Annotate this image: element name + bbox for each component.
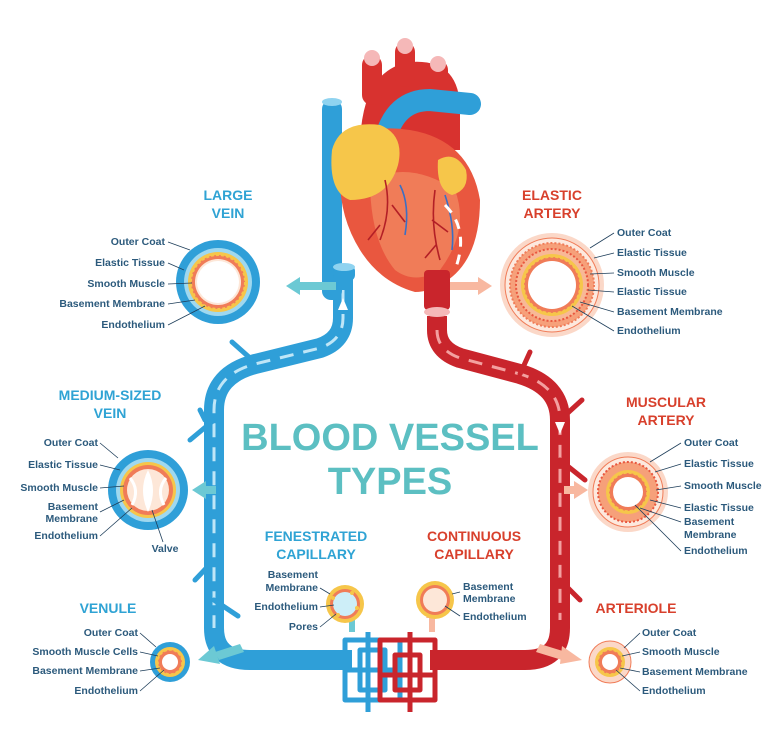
medium-vein-heading-1: MEDIUM-SIZED	[59, 387, 162, 403]
large-vein-label-elastic-tissue: Elastic Tissue	[95, 257, 165, 269]
elastic-artery-section: ELASTIC ARTERY Outer Coat Elastic Tissue…	[500, 187, 723, 337]
large-vein-label-basement-membrane: Basement Membrane	[59, 298, 165, 310]
medium-vein-label-membrane: Membrane	[45, 513, 98, 525]
medium-vein-section: MEDIUM-SIZED VEIN Outer Coat Elastic Tis…	[20, 387, 188, 555]
arteriole-heading: ARTERIOLE	[596, 600, 677, 616]
muscular-artery-heading-2: ARTERY	[637, 412, 695, 428]
large-vein-section: LARGE VEIN Outer Coat Elastic Tissue Smo…	[59, 187, 260, 331]
fenestrated-capillary-section: FENESTRATED CAPILLARY Basement Membrane …	[254, 528, 367, 633]
venule-label-basement-membrane: Basement Membrane	[32, 665, 138, 677]
heart-illustration	[322, 38, 481, 317]
continuous-capillary-section: CONTINUOUS CAPILLARY Basement Membrane E…	[416, 528, 527, 623]
venule-cross-section	[150, 642, 190, 682]
elastic-artery-label-endothelium: Endothelium	[617, 325, 681, 337]
medium-vein-label-basement: Basement	[48, 501, 99, 513]
elastic-artery-label-basement-membrane: Basement Membrane	[617, 306, 723, 318]
large-vein-heading-2: VEIN	[212, 205, 245, 221]
capillary-bed	[342, 632, 438, 712]
title-line2: TYPES	[328, 461, 453, 503]
fenestrated-label-basement: Basement	[268, 569, 319, 581]
muscular-artery-heading-1: MUSCULAR	[626, 394, 706, 410]
fenestrated-capillary-heading-2: CAPILLARY	[276, 546, 356, 562]
venule-label-endothelium: Endothelium	[74, 685, 138, 697]
continuous-capillary-heading-2: CAPILLARY	[434, 546, 514, 562]
arteriole-label-endothelium: Endothelium	[642, 685, 706, 697]
large-vein-label-endothelium: Endothelium	[101, 319, 165, 331]
medium-vein-label-endothelium: Endothelium	[34, 530, 98, 542]
venule-label-smooth-muscle-cells: Smooth Muscle Cells	[32, 646, 138, 658]
venule-label-outer-coat: Outer Coat	[84, 627, 139, 639]
fenestrated-label-pores: Pores	[289, 621, 318, 633]
fenestrated-capillary-cross-section	[326, 585, 364, 623]
venule-heading: VENULE	[80, 600, 137, 616]
fenestrated-label-endothelium: Endothelium	[254, 601, 318, 613]
continuous-label-basement: Basement	[463, 581, 514, 593]
arteriole-section: ARTERIOLE Outer Coat Smooth Muscle Basem…	[588, 600, 748, 697]
continuous-label-membrane: Membrane	[463, 593, 516, 605]
elastic-artery-label-elastic-tissue-2: Elastic Tissue	[617, 286, 687, 298]
muscular-artery-label-outer-coat: Outer Coat	[684, 437, 739, 449]
title-line1: BLOOD VESSEL	[241, 417, 539, 459]
elastic-artery-label-elastic-tissue-1: Elastic Tissue	[617, 247, 687, 259]
large-vein-label-smooth-muscle: Smooth Muscle	[87, 278, 165, 290]
muscular-artery-label-elastic-tissue-2: Elastic Tissue	[684, 502, 754, 514]
arteriole-label-outer-coat: Outer Coat	[642, 627, 697, 639]
large-vein-label-outer-coat: Outer Coat	[111, 236, 166, 248]
arteriole-label-basement-membrane: Basement Membrane	[642, 666, 748, 678]
muscular-artery-label-basement: Basement	[684, 516, 735, 528]
arteriole-label-smooth-muscle: Smooth Muscle	[642, 646, 720, 658]
medium-vein-heading-2: VEIN	[94, 405, 127, 421]
large-vein-cross-section	[176, 240, 260, 324]
muscular-artery-label-endothelium: Endothelium	[684, 545, 748, 557]
medium-vein-label-smooth-muscle: Smooth Muscle	[20, 482, 98, 494]
elastic-artery-label-outer-coat: Outer Coat	[617, 227, 672, 239]
elastic-artery-label-smooth-muscle: Smooth Muscle	[617, 267, 695, 279]
medium-vein-label-valve: Valve	[152, 543, 179, 555]
medium-vein-label-elastic-tissue: Elastic Tissue	[28, 459, 98, 471]
elastic-artery-heading-2: ARTERY	[523, 205, 581, 221]
medium-vein-cross-section	[108, 450, 188, 530]
connector-arrows	[192, 277, 588, 664]
continuous-label-endothelium: Endothelium	[463, 611, 527, 623]
elastic-artery-cross-section	[500, 233, 604, 337]
continuous-capillary-heading-1: CONTINUOUS	[427, 528, 521, 544]
muscular-artery-cross-section	[588, 452, 668, 532]
fenestrated-capillary-heading-1: FENESTRATED	[265, 528, 367, 544]
medium-vein-label-outer-coat: Outer Coat	[44, 437, 99, 449]
muscular-artery-section: MUSCULAR ARTERY Outer Coat Elastic Tissu…	[588, 394, 762, 557]
continuous-capillary-cross-section	[416, 581, 454, 619]
fenestrated-label-membrane: Membrane	[265, 582, 318, 594]
elastic-artery-heading-1: ELASTIC	[522, 187, 582, 203]
large-vein-heading-1: LARGE	[204, 187, 253, 203]
arteriole-cross-section	[588, 640, 632, 684]
muscular-artery-label-elastic-tissue-1: Elastic Tissue	[684, 458, 754, 470]
venule-section: VENULE Outer Coat Smooth Muscle Cells Ba…	[32, 600, 190, 697]
muscular-artery-label-membrane: Membrane	[684, 529, 737, 541]
muscular-artery-label-smooth-muscle: Smooth Muscle	[684, 480, 762, 492]
